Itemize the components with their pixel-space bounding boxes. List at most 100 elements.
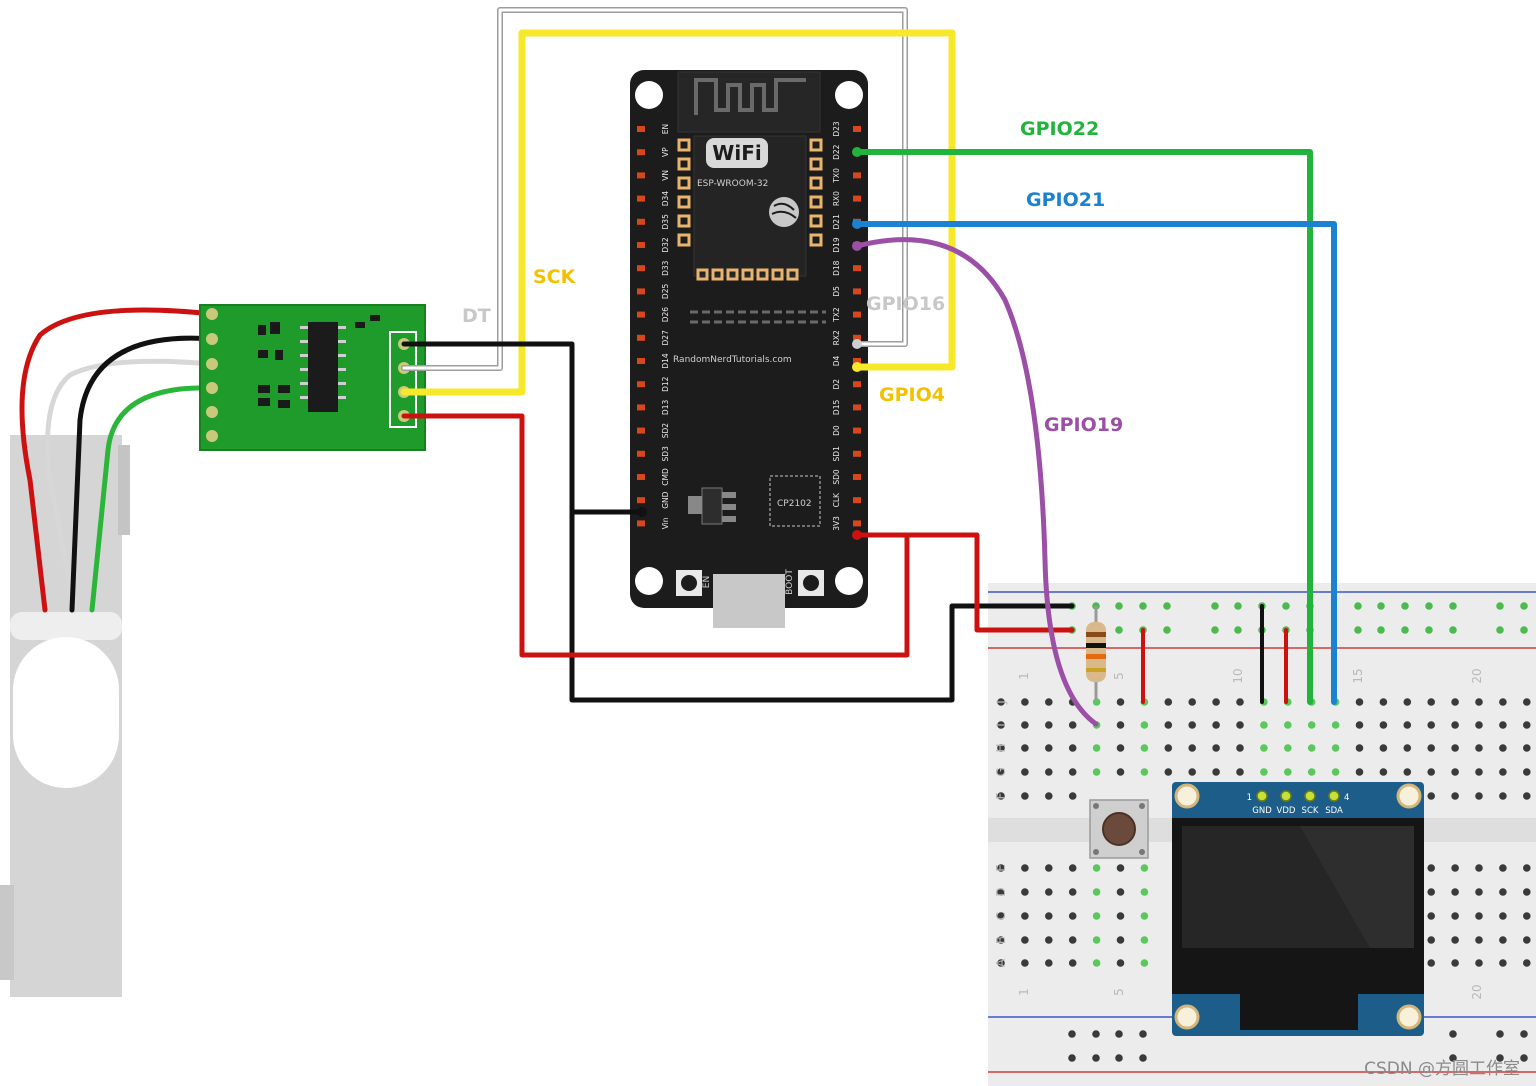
esp32-right-pin-label: TX2 bbox=[832, 307, 841, 323]
esp32-left-pin bbox=[637, 218, 645, 225]
esp32-right-pin-label: RX0 bbox=[832, 191, 841, 206]
esp32-left-pin bbox=[637, 381, 645, 388]
breadboard-hole bbox=[1045, 768, 1053, 776]
esp32-board: WiFi ESP-WROOM-32 RandomNerdTutorials.co… bbox=[630, 70, 868, 628]
breadboard-rail-hole bbox=[1115, 626, 1123, 634]
brand-text: RandomNerdTutorials.com bbox=[673, 355, 792, 365]
oled-pin-sda: SDA bbox=[1325, 806, 1343, 816]
label-gpio19: GPIO19 bbox=[1044, 414, 1123, 436]
breadboard-hole bbox=[1021, 864, 1029, 872]
esp32-left-pin bbox=[637, 172, 645, 179]
label-gpio16: GPIO16 bbox=[866, 293, 945, 315]
breadboard-hole bbox=[1116, 912, 1125, 920]
breadboard-hole bbox=[1188, 744, 1196, 752]
esp32-left-pin-label: GND bbox=[661, 491, 670, 508]
esp32-right-pin-label: D18 bbox=[832, 260, 841, 276]
esp32-right-pin bbox=[853, 311, 861, 318]
esp32-left-pin bbox=[637, 311, 645, 318]
esp32-left-pin bbox=[637, 450, 645, 457]
breadboard-rail-hole bbox=[1068, 1054, 1076, 1062]
breadboard-hole bbox=[1523, 959, 1531, 967]
esp32-right-pin-label: D15 bbox=[832, 400, 841, 416]
breadboard-hole bbox=[1212, 721, 1220, 729]
breadboard-hole bbox=[1475, 888, 1483, 896]
breadboard-rail-hole bbox=[1234, 602, 1242, 610]
breadboard-hole bbox=[1451, 768, 1459, 776]
breadboard-hole bbox=[1523, 768, 1531, 776]
breadboard-hole bbox=[1451, 698, 1459, 706]
en-button-label: EN bbox=[702, 576, 712, 588]
breadboard-rail-hole bbox=[1401, 602, 1409, 610]
breadboard-hole bbox=[1499, 721, 1507, 729]
esp32-right-pin bbox=[853, 195, 861, 202]
breadboard-hole bbox=[1499, 768, 1507, 776]
breadboard-hole bbox=[1140, 912, 1149, 920]
esp32-right-pin-label: D23 bbox=[832, 121, 841, 137]
esp32-right-pin-label: D0 bbox=[832, 425, 841, 436]
wire-sck-gpio4 bbox=[400, 29, 956, 396]
breadboard-rail-hole bbox=[1234, 626, 1242, 634]
breadboard-column-number: 10 bbox=[1231, 668, 1245, 683]
breadboard-hole bbox=[1355, 768, 1364, 776]
breadboard-hole bbox=[1045, 888, 1053, 896]
breadboard-hole bbox=[1379, 768, 1388, 776]
breadboard-hole bbox=[1116, 888, 1125, 896]
breadboard-rail-hole bbox=[1354, 626, 1362, 634]
breadboard-holes bbox=[997, 602, 1531, 1062]
breadboard-hole bbox=[1475, 936, 1483, 944]
breadboard-hole bbox=[1116, 768, 1125, 776]
wire-hx711-gnd bbox=[401, 341, 645, 515]
label-gpio4: GPIO4 bbox=[879, 384, 945, 406]
breadboard-hole bbox=[1260, 744, 1268, 752]
breadboard-rail-hole bbox=[1377, 626, 1385, 634]
breadboard-hole bbox=[1451, 912, 1459, 920]
load-cell-wires bbox=[19, 307, 215, 613]
breadboard-hole bbox=[1092, 912, 1101, 920]
esp32-left-pin bbox=[637, 334, 645, 341]
breadboard-hole bbox=[1092, 936, 1101, 944]
esp32-left-pin-label: VP bbox=[661, 147, 670, 157]
breadboard-hole bbox=[1068, 959, 1077, 967]
oled-pin-first-number: 1 bbox=[1247, 793, 1252, 803]
esp32-left-pin-label: EN bbox=[661, 124, 670, 134]
breadboard-hole bbox=[1475, 744, 1483, 752]
breadboard-hole bbox=[1045, 721, 1053, 729]
esp32-right-pin-label: D4 bbox=[832, 355, 841, 366]
breadboard-hole bbox=[1068, 744, 1077, 752]
breadboard-hole bbox=[997, 888, 1005, 896]
breadboard-hole bbox=[1236, 744, 1244, 752]
breadboard-hole bbox=[1140, 888, 1149, 896]
breadboard-rail-hole bbox=[1115, 1030, 1123, 1038]
breadboard-hole bbox=[1451, 936, 1459, 944]
breadboard-rail-hole bbox=[1211, 626, 1219, 634]
breadboard-row-letter: F bbox=[994, 792, 1008, 799]
breadboard-hole bbox=[1260, 768, 1268, 776]
esp32-left-pin bbox=[637, 497, 645, 504]
breadboard-hole bbox=[1212, 698, 1220, 706]
breadboard-hole bbox=[1116, 936, 1125, 944]
wire-3v3-breadboard bbox=[854, 532, 1075, 633]
breadboard-hole bbox=[1499, 912, 1507, 920]
breadboard-rail-hole bbox=[1139, 602, 1147, 610]
esp32-right-pin bbox=[853, 334, 861, 341]
load-cell bbox=[0, 435, 130, 997]
breadboard-hole bbox=[1092, 768, 1101, 776]
breadboard-hole bbox=[1451, 888, 1459, 896]
breadboard-hole bbox=[997, 744, 1005, 752]
breadboard-hole bbox=[1499, 936, 1507, 944]
breadboard-hole bbox=[1021, 912, 1029, 920]
breadboard-hole bbox=[1403, 768, 1412, 776]
breadboard-hole bbox=[997, 698, 1005, 706]
breadboard-hole bbox=[1451, 721, 1459, 729]
breadboard-rail-hole bbox=[1520, 626, 1528, 634]
breadboard-rail-hole bbox=[1354, 602, 1362, 610]
esp32-left-pin-label: D26 bbox=[661, 307, 670, 323]
breadboard-hole bbox=[1045, 698, 1053, 706]
breadboard-rail-hole bbox=[1139, 1030, 1147, 1038]
breadboard-hole bbox=[1427, 744, 1435, 752]
breadboard-hole bbox=[1475, 721, 1483, 729]
breadboard-hole bbox=[1092, 888, 1101, 896]
gpio-labels: GPIO22 GPIO21 GPIO16 GPIO4 GPIO19 SCK DT bbox=[462, 118, 1123, 436]
breadboard-hole bbox=[1379, 698, 1388, 706]
